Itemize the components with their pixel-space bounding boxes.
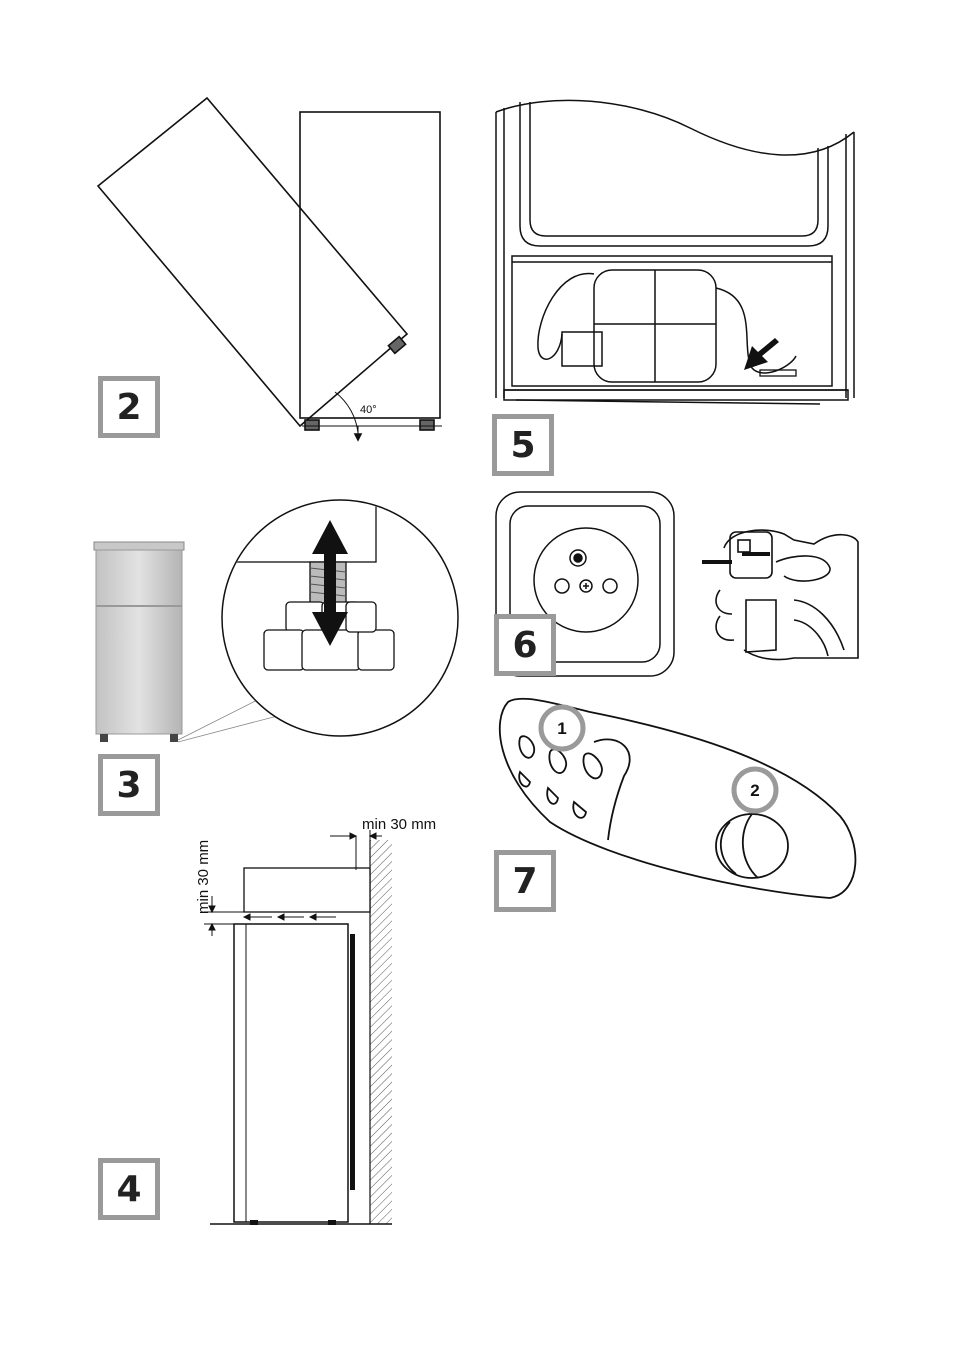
svg-text:2: 2 [750, 781, 759, 800]
hand-with-plug [702, 530, 858, 659]
figure-6-number: 6 [494, 614, 556, 676]
drain-tray-arrow-icon [744, 338, 779, 370]
fridge-side-view [234, 924, 348, 1222]
callout-1: 1 [541, 707, 583, 749]
top-gap-label: min 30 mm [195, 840, 212, 914]
thermostat-knob [716, 814, 788, 878]
side-gap-label: min 30 mm [362, 816, 436, 833]
figure-5-number: 5 [492, 414, 554, 476]
upright-fridge-outline [300, 112, 440, 418]
callout-2: 2 [734, 769, 776, 811]
fridge-photo [94, 542, 184, 742]
figure-4-number: 4 [98, 1158, 160, 1220]
figure-3-leveling-diagram [90, 488, 470, 758]
angle-label: 40° [360, 404, 377, 416]
wall [370, 840, 392, 1224]
angle-arc [335, 392, 358, 433]
figure-3-number: 3 [98, 754, 160, 816]
figure-2-number: 2 [98, 376, 160, 438]
upper-cabinet [244, 868, 370, 912]
svg-text:1: 1 [557, 719, 566, 738]
figure-7-number: 7 [494, 850, 556, 912]
figure-5-rear-view-diagram [490, 98, 860, 418]
figure-4-clearance-diagram: min 30 mm min 30 mm [180, 810, 470, 1230]
